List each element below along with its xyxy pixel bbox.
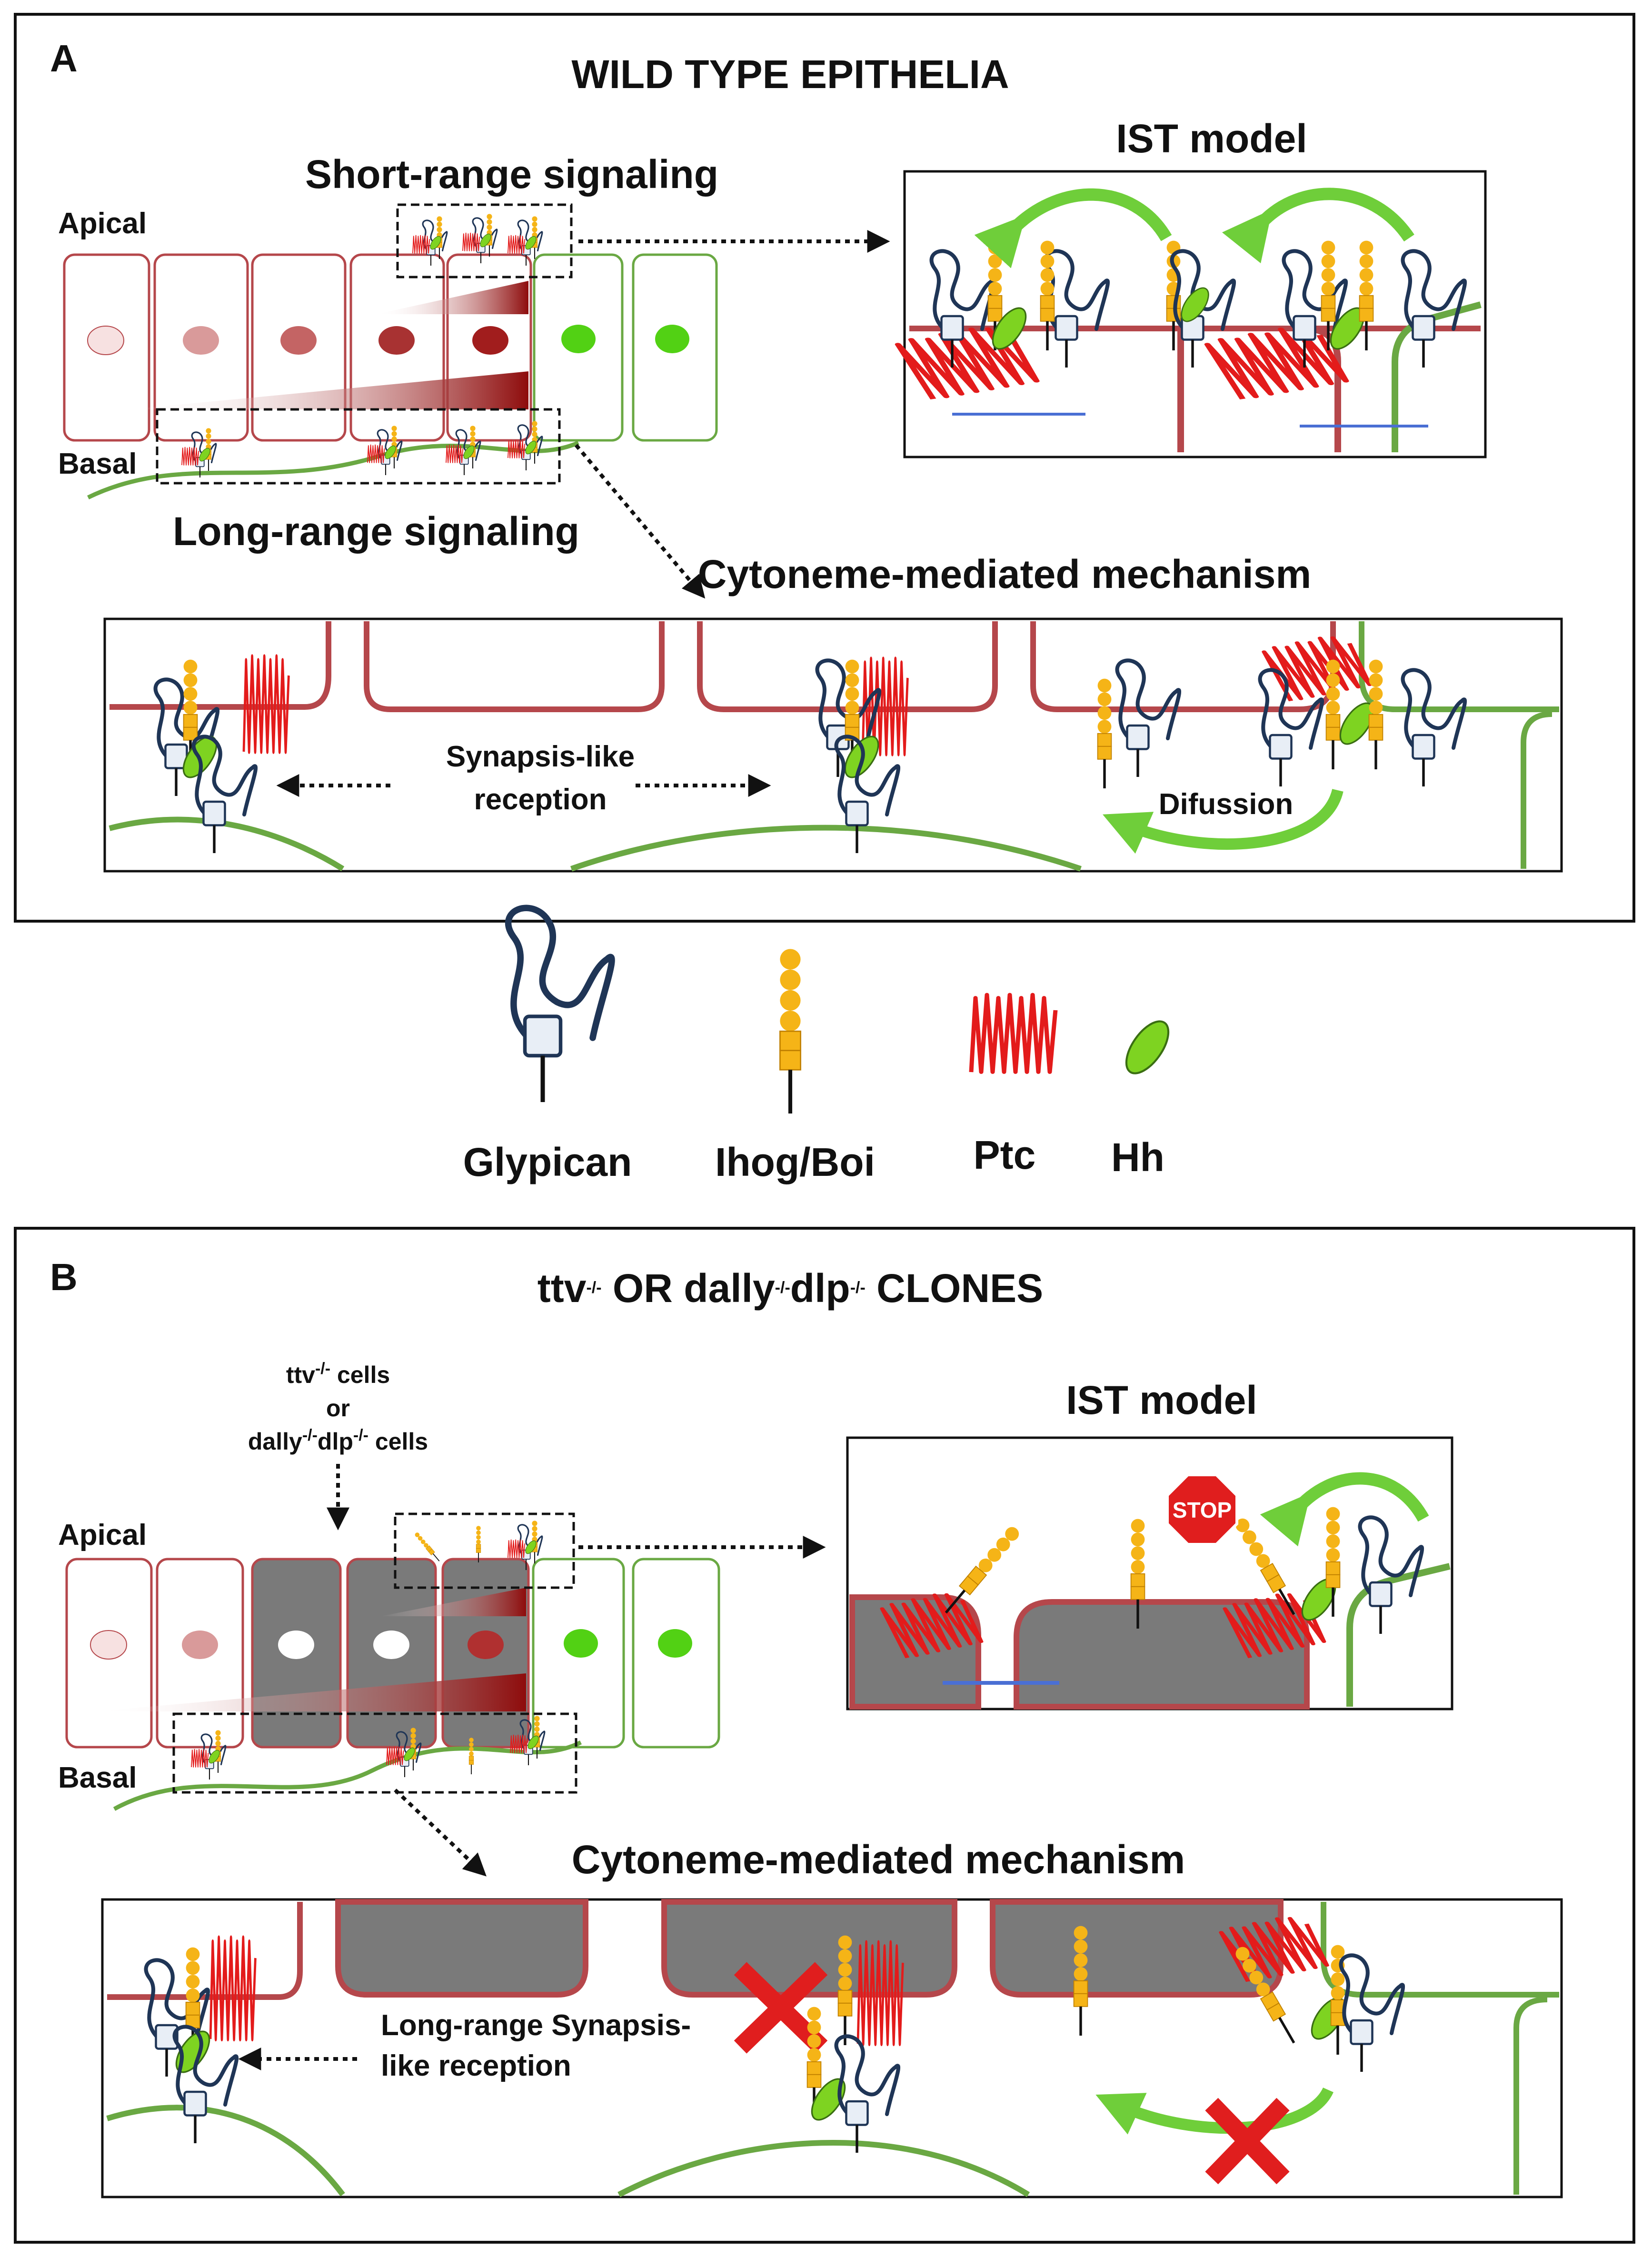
- synapsis-label-1-a: Synapsis-like: [446, 740, 635, 773]
- legend: Glypican Ihog/Boi Ptc Hh: [463, 908, 1177, 1184]
- svg-text:or: or: [326, 1395, 350, 1422]
- short-range-gradient: [376, 281, 528, 314]
- long-range-gradient: [129, 371, 528, 409]
- hh-icon: [1118, 1014, 1177, 1081]
- legend-ptc-label: Ptc: [974, 1133, 1036, 1177]
- nucleus-a4: [378, 326, 415, 355]
- long-range-box: [156, 408, 561, 485]
- basal-label-a: Basal: [58, 447, 137, 480]
- nucleus-a3: [280, 326, 317, 355]
- stop-sign: STOP: [1166, 1473, 1238, 1546]
- short-range-box-b: [394, 1512, 575, 1589]
- nucleus-a7: [655, 325, 689, 353]
- panel-a-letter: A: [50, 37, 78, 80]
- nucleus-a2: [183, 326, 219, 355]
- stop-icon: [1166, 1473, 1238, 1546]
- ihog-icon: [780, 949, 800, 1114]
- legend-glypican: Glypican: [463, 908, 632, 1184]
- long-range-gradient-b: [95, 1673, 526, 1711]
- ist-green-arrow-2: [1222, 188, 1414, 264]
- cytoneme-inset-a: Synapsis-like reception Difussion: [103, 617, 1563, 873]
- basal-membrane-a: [87, 440, 579, 500]
- nucleus-a6: [561, 325, 596, 353]
- arrow-to-cytoneme-b: [394, 1789, 487, 1877]
- stop-sign-text: STOP: [1173, 1498, 1232, 1522]
- svg-text:ttv-/- cells: ttv-/- cells: [286, 1360, 390, 1388]
- svg-text:dally-/-dlp-/- cells: dally-/-dlp-/- cells: [248, 1426, 428, 1455]
- ist-green-arrow-1: [974, 188, 1172, 268]
- nucleus-b7: [658, 1629, 692, 1658]
- synapsis-label-2-a: reception: [474, 783, 607, 816]
- glypican-icon: [508, 908, 612, 1102]
- nucleus-b2: [182, 1631, 218, 1659]
- apical-label-a: Apical: [58, 207, 147, 240]
- diffusion-label-a: Difussion: [1159, 788, 1293, 821]
- legend-glypican-label: Glypican: [463, 1140, 632, 1184]
- panel-b-title: ttv-/- OR dally-/-dlp-/- CLONES: [537, 1266, 1043, 1311]
- epithelium-a: [63, 203, 718, 500]
- legend-hh: Hh: [1111, 1014, 1176, 1180]
- mutant-cells-label: ttv-/- cells or dally-/-dlp-/- cells: [248, 1360, 428, 1531]
- legend-hh-label: Hh: [1111, 1135, 1164, 1180]
- long-synapsis-label-2-b: like reception: [381, 2049, 571, 2082]
- blocked-cross-2: [1205, 2098, 1290, 2185]
- panel-b-frame: [14, 1227, 1635, 2244]
- long-range-box-b: [172, 1712, 577, 1794]
- ptc-icon: [971, 995, 1055, 1073]
- ist-inset-b: STOP: [846, 1436, 1453, 1710]
- legend-ihog: Ihog/Boi: [715, 949, 875, 1184]
- cytoneme-label-a: Cytoneme-mediated mechanism: [698, 552, 1311, 597]
- cytoneme-inset-b: Long-range Synapsis- like reception: [101, 1898, 1563, 2198]
- short-range-gradient-b: [381, 1588, 526, 1616]
- ist-inset-a: [891, 170, 1487, 458]
- nucleus-b3: [278, 1631, 314, 1659]
- epithelium-b: [65, 1512, 720, 1811]
- diffusion-arrow-a: [1103, 788, 1343, 854]
- blocked-cross-1: [734, 1962, 828, 2054]
- arrow-to-cytoneme-a: [574, 444, 706, 599]
- apical-label-b: Apical: [58, 1519, 147, 1551]
- ist-model-label-b: IST model: [1066, 1378, 1257, 1422]
- legend-ptc: Ptc: [971, 995, 1055, 1177]
- nucleus-a1: [87, 326, 124, 355]
- nucleus-a5: [472, 326, 508, 355]
- legend-ihog-label: Ihog/Boi: [715, 1140, 875, 1184]
- short-range-box: [396, 203, 573, 278]
- nucleus-b6: [564, 1629, 598, 1658]
- ist-model-label-a: IST model: [1116, 116, 1307, 161]
- nucleus-b5: [468, 1631, 504, 1659]
- long-range-label: Long-range signaling: [173, 509, 579, 554]
- panel-a-title: WILD TYPE EPITHELIA: [571, 52, 1009, 97]
- basal-label-b: Basal: [58, 1761, 137, 1794]
- panel-b-letter: B: [50, 1256, 78, 1298]
- short-range-label: Short-range signaling: [305, 152, 718, 197]
- cytoneme-label-b: Cytoneme-mediated mechanism: [572, 1837, 1185, 1882]
- nucleus-b1: [90, 1630, 127, 1660]
- nucleus-b4: [373, 1631, 409, 1659]
- long-synapsis-label-1-b: Long-range Synapsis-: [381, 2009, 691, 2042]
- ist-green-arrow-b: [1260, 1472, 1429, 1547]
- basal-membrane-b: [113, 1740, 582, 1811]
- panel-a-frame: [14, 13, 1635, 923]
